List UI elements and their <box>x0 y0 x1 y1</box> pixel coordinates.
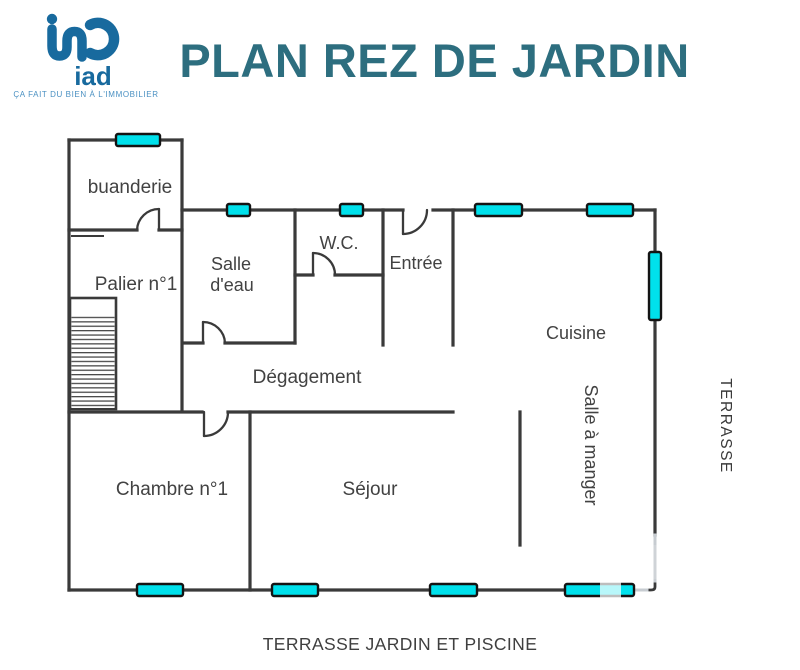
window <box>563 582 636 598</box>
bottom-caption: TERRASSE JARDIN ET PISCINE <box>263 634 538 654</box>
room-label-chambre: Chambre n°1 <box>116 479 228 500</box>
watermark-fade <box>600 580 621 600</box>
page-title: PLAN REZ DE JARDIN <box>179 34 690 87</box>
logo-in-stroke <box>47 24 87 62</box>
window <box>428 582 479 598</box>
doors <box>135 207 429 438</box>
window <box>647 250 663 322</box>
room-label-salle-a-manger: Salle à manger <box>581 384 601 505</box>
watermark-fade <box>596 545 662 579</box>
window <box>225 202 252 218</box>
iad-logo: iad ÇA FAIT DU BIEN À L'IMMOBILIER <box>13 13 158 99</box>
window <box>270 582 320 598</box>
window <box>114 132 162 148</box>
logo-i-dot <box>46 13 58 25</box>
terrasse-label: TERRASSE <box>717 378 734 474</box>
room-label-wc: W.C. <box>320 233 359 253</box>
brand-tagline: ÇA FAIT DU BIEN À L'IMMOBILIER <box>13 90 158 99</box>
room-labels: buanderie Palier n°1 Salle d'eau W.C. En… <box>88 177 606 506</box>
room-label-degagement: Dégagement <box>253 367 363 388</box>
faded-walls <box>632 533 657 592</box>
brand-text: iad <box>74 61 112 91</box>
room-label-salle-eau-line1: Salle <box>211 254 251 274</box>
room-label-cuisine: Cuisine <box>546 323 606 343</box>
windows <box>114 132 663 598</box>
wall-segment <box>645 579 657 592</box>
window <box>585 202 635 218</box>
door-arc <box>202 410 230 438</box>
door-arc <box>311 251 337 277</box>
stairs-treads <box>71 316 115 408</box>
door-arc <box>201 320 227 345</box>
room-label-entree: Entrée <box>389 253 442 273</box>
room-label-sejour: Séjour <box>343 479 399 500</box>
stairs <box>68 296 118 411</box>
room-label-salle-eau-line2: d'eau <box>210 275 253 295</box>
iad-logo-mark <box>46 13 120 62</box>
room-label-palier: Palier n°1 <box>95 274 178 295</box>
door-arc <box>135 207 161 232</box>
window <box>338 202 365 218</box>
window <box>473 202 524 218</box>
window <box>135 582 185 598</box>
logo-crescent <box>84 17 120 61</box>
room-label-buanderie: buanderie <box>88 177 173 198</box>
door-arc <box>401 208 429 236</box>
